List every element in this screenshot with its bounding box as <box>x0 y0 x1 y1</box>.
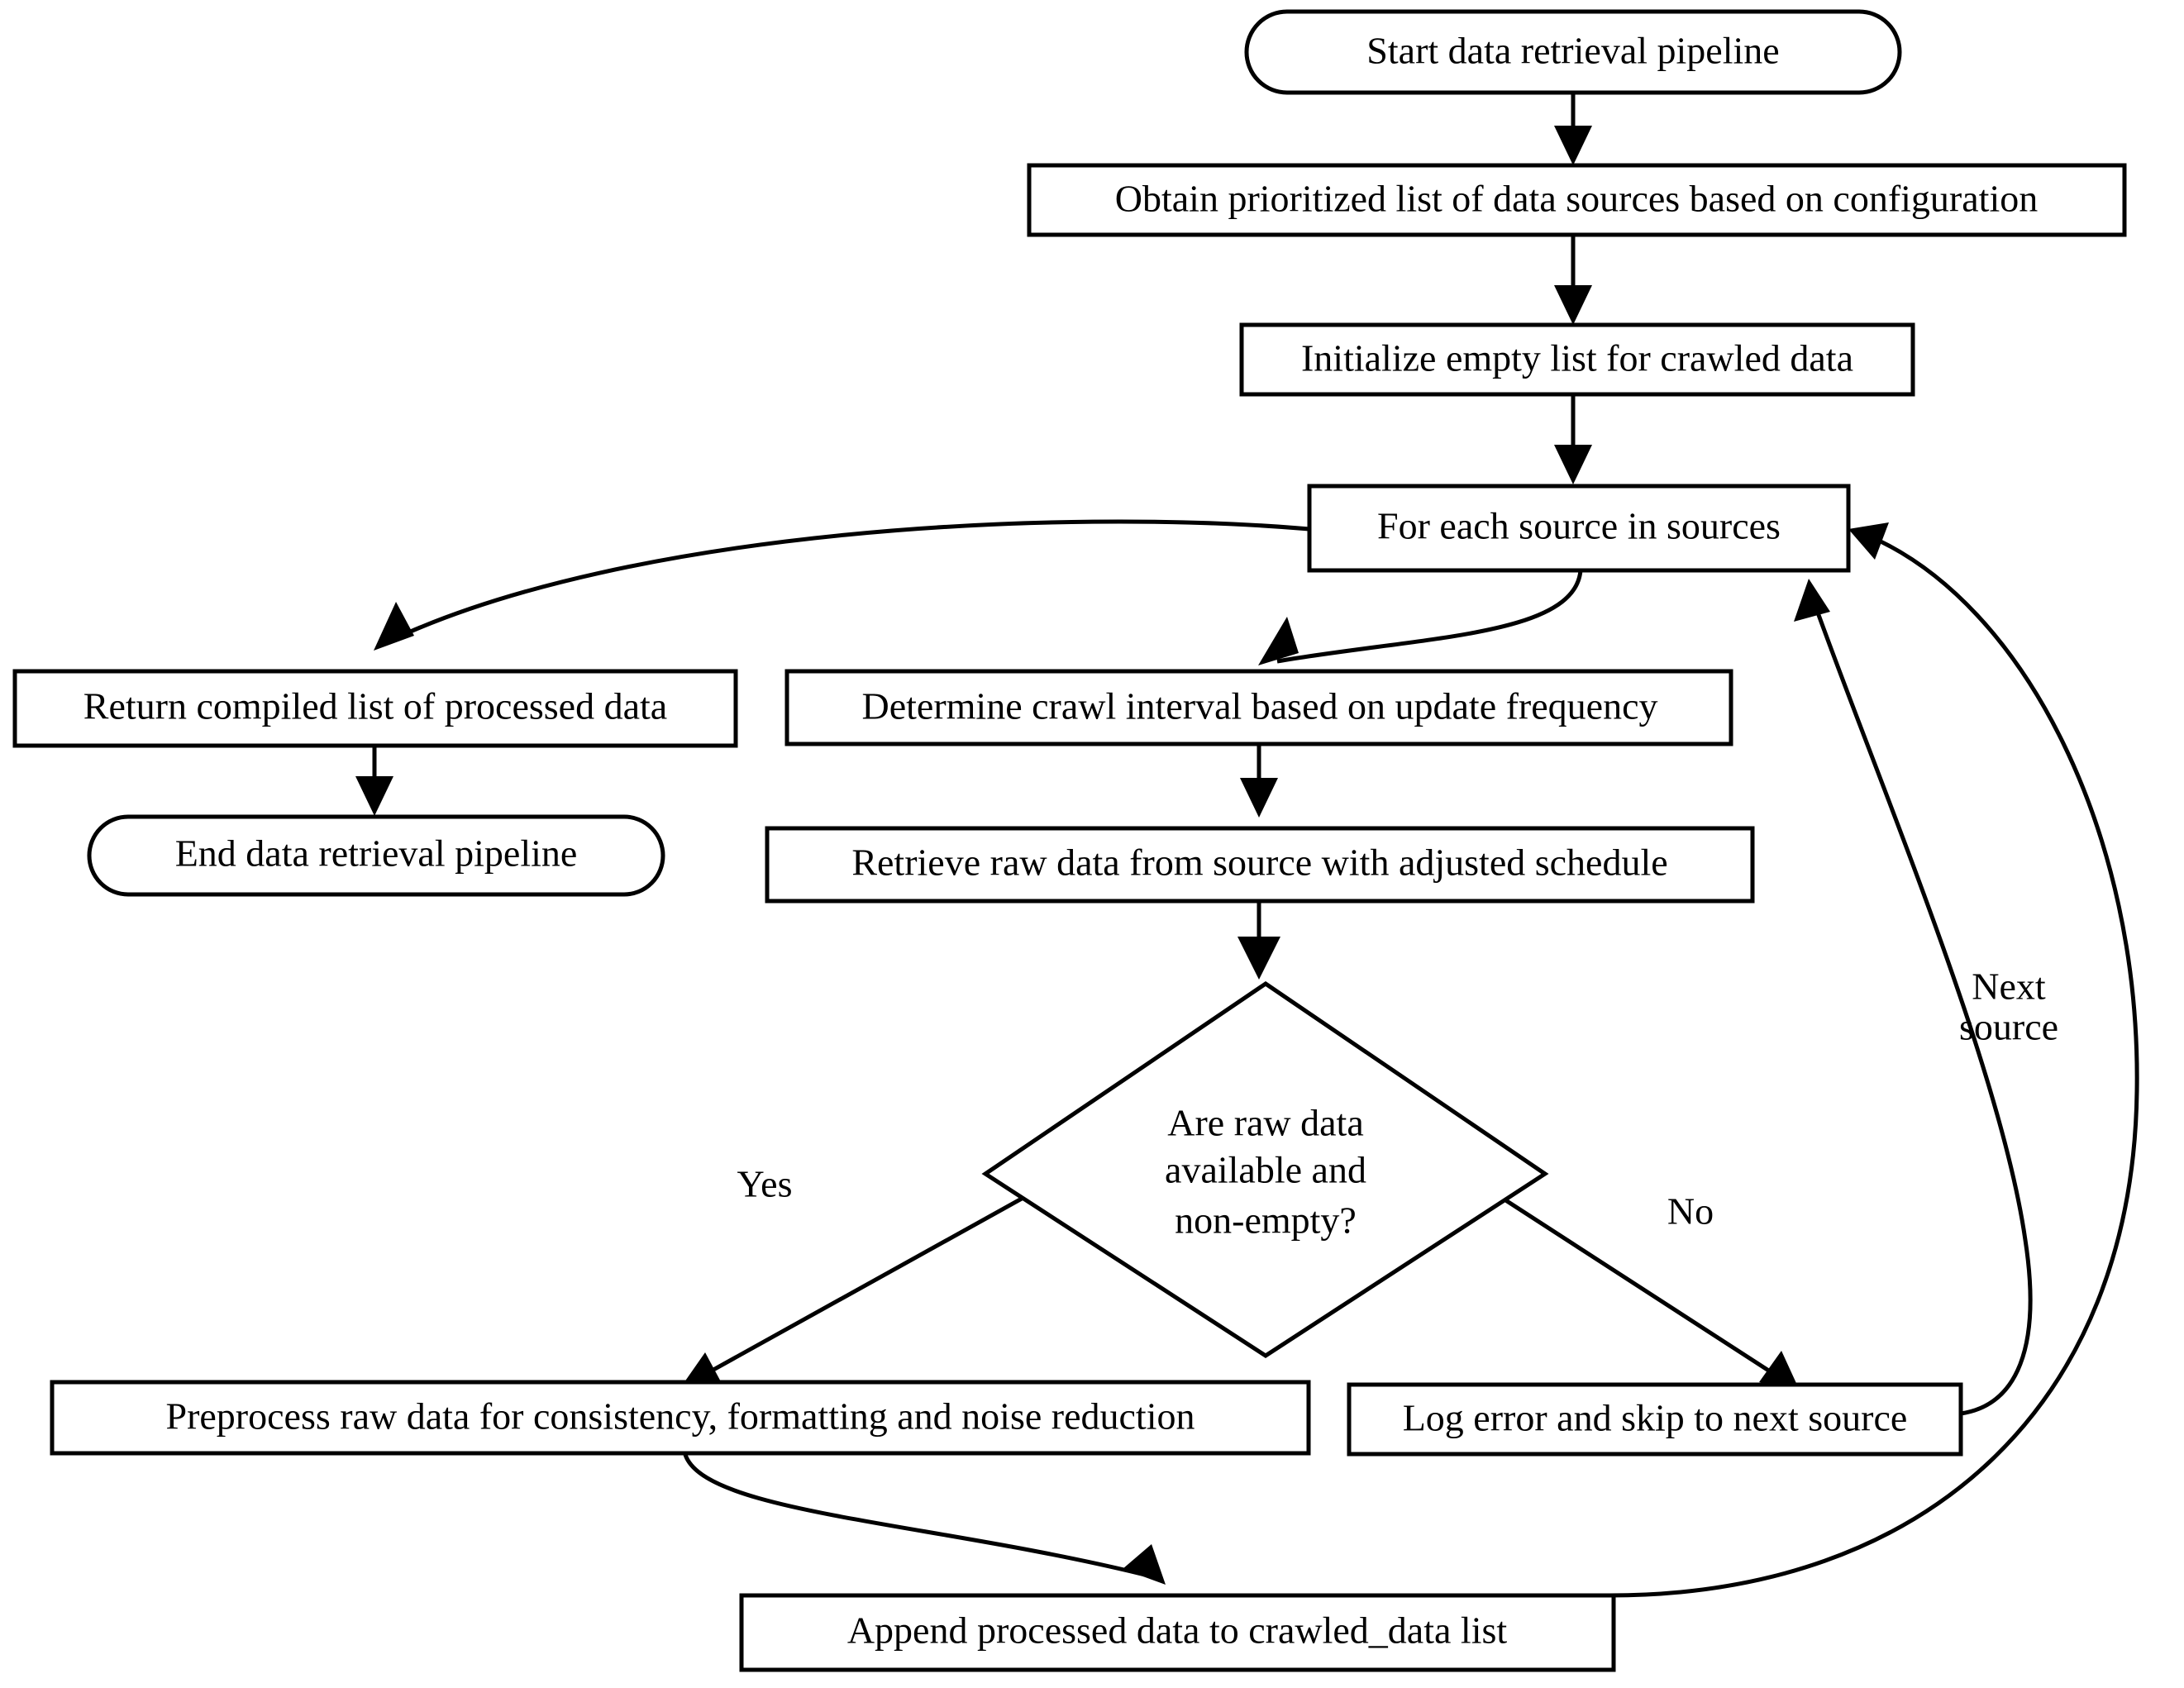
arrowhead-icon <box>1240 778 1278 818</box>
edge-log-error-to-foreach <box>1794 579 2033 1416</box>
node-return-list-label: Return compiled list of processed data <box>83 685 667 727</box>
node-decision-label-line2: available and <box>1165 1149 1366 1191</box>
node-return-list-shape <box>12 669 738 748</box>
arrowhead-icon <box>680 1352 723 1388</box>
node-decision[interactable]: Are raw data available and non-empty? <box>981 980 1549 1358</box>
arrowhead-icon <box>1554 285 1592 325</box>
edge-label-yes: Yes <box>737 1163 793 1205</box>
arrowhead-icon <box>1794 579 1830 622</box>
node-append-data-shape <box>739 1593 1616 1672</box>
node-for-each[interactable]: For each source in sources <box>1307 484 1851 573</box>
arrowhead-icon <box>1554 126 1592 165</box>
node-decision-shape <box>981 980 1549 1358</box>
edge-retrieve-to-decision <box>1237 901 1280 980</box>
node-end-label: End data retrieval pipeline <box>175 832 578 875</box>
node-preprocess[interactable]: Preprocess raw data for consistency, for… <box>50 1380 1311 1456</box>
node-decision-label-line1: Are raw data <box>1167 1102 1364 1144</box>
edge-label-next-source-line2: source <box>1959 1006 2058 1048</box>
node-determine-interval-label: Determine crawl interval based on update… <box>861 685 1657 727</box>
arrowhead-icon <box>1123 1544 1166 1585</box>
arrowhead-icon <box>1258 617 1299 665</box>
node-decision-label-line3: non-empty? <box>1175 1199 1357 1242</box>
edge-decision-yes-to-preprocess <box>680 1171 1068 1388</box>
arrowhead-icon <box>1759 1351 1800 1390</box>
arrowhead-icon <box>1237 937 1280 980</box>
node-append-data[interactable]: Append processed data to crawled_data li… <box>739 1593 1616 1672</box>
edge-obtain-to-init <box>1554 234 1592 325</box>
node-obtain-sources-label: Obtain prioritized list of data sources … <box>1115 178 2038 220</box>
edge-init-to-foreach <box>1554 393 1592 484</box>
edge-append-to-foreach <box>1609 522 2139 1598</box>
node-log-error[interactable]: Log error and skip to next source <box>1347 1382 1963 1457</box>
node-log-error-label: Log error and skip to next source <box>1403 1397 1908 1439</box>
node-append-data-label: Append processed data to crawled_data li… <box>847 1609 1508 1652</box>
node-preprocess-label: Preprocess raw data for consistency, for… <box>165 1395 1195 1438</box>
edge-label-next-source-line1: Next <box>1972 966 2046 1008</box>
node-return-list[interactable]: Return compiled list of processed data <box>12 669 738 748</box>
node-retrieve-raw-shape <box>765 826 1755 904</box>
edge-decision-no-to-log-error <box>1463 1171 1800 1390</box>
edge-return-to-end <box>355 744 393 816</box>
node-start[interactable]: Start data retrieval pipeline <box>1244 9 1902 95</box>
edge-determine-to-retrieve <box>1240 742 1278 818</box>
node-preprocess-shape <box>50 1380 1311 1456</box>
node-retrieve-raw[interactable]: Retrieve raw data from source with adjus… <box>765 826 1755 904</box>
node-for-each-shape <box>1307 484 1851 573</box>
node-start-shape <box>1244 9 1902 95</box>
edge-foreach-to-determine <box>1258 570 1583 665</box>
node-determine-interval[interactable]: Determine crawl interval based on update… <box>784 669 1733 746</box>
node-init-list-shape <box>1239 322 1915 397</box>
node-log-error-shape <box>1347 1382 1963 1457</box>
arrowhead-icon <box>374 602 414 651</box>
arrowhead-icon <box>355 776 393 816</box>
edge-start-to-obtain <box>1554 93 1592 165</box>
node-end-shape <box>87 814 665 897</box>
node-obtain-sources[interactable]: Obtain prioritized list of data sources … <box>1027 163 2127 237</box>
node-init-list-label: Initialize empty list for crawled data <box>1301 337 1853 379</box>
node-end[interactable]: End data retrieval pipeline <box>87 814 665 897</box>
node-obtain-sources-shape <box>1027 163 2127 237</box>
arrowhead-icon <box>1554 445 1592 484</box>
edge-label-no: No <box>1667 1190 1714 1233</box>
node-start-label: Start data retrieval pipeline <box>1366 30 1779 72</box>
node-retrieve-raw-label: Retrieve raw data from source with adjus… <box>851 842 1667 884</box>
node-for-each-label: For each source in sources <box>1377 505 1781 547</box>
edge-foreach-to-return <box>374 519 1310 651</box>
arrowhead-icon <box>1848 522 1889 560</box>
edge-preprocess-to-append <box>682 1451 1166 1585</box>
node-determine-interval-shape <box>784 669 1733 746</box>
node-init-list[interactable]: Initialize empty list for crawled data <box>1239 322 1915 397</box>
